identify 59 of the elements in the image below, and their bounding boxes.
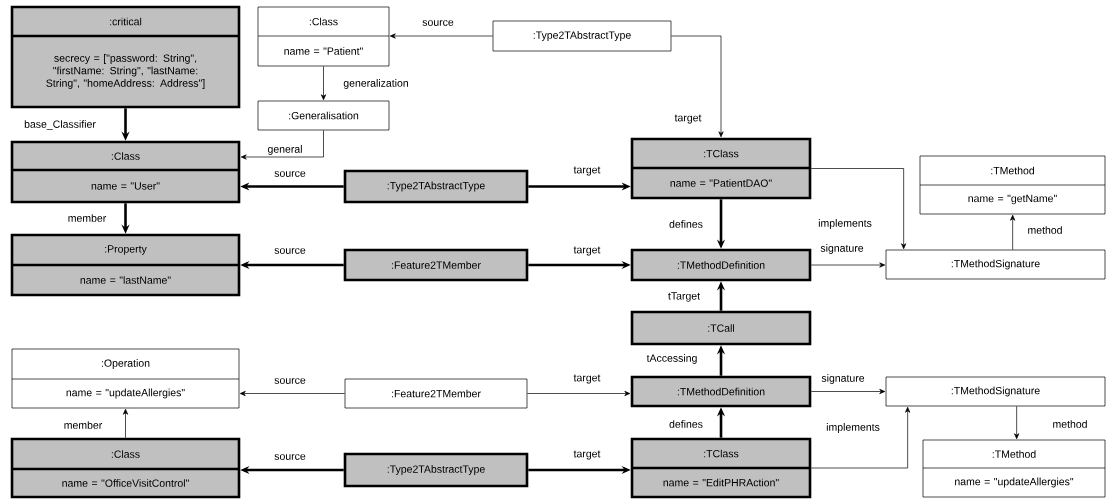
edge-label: target	[572, 373, 602, 385]
edge-label: target	[572, 449, 602, 461]
arrow	[1014, 406, 1020, 440]
arrow	[389, 33, 493, 39]
edge-label: general	[266, 144, 304, 156]
object-box: :TMethodSignature	[885, 376, 1106, 407]
edge-label: target	[673, 113, 703, 125]
object-box: :Operation name = "updateAllergies"	[11, 348, 240, 409]
arrow	[320, 66, 327, 101]
edge-label: defines	[668, 219, 704, 229]
edge-label: source	[273, 377, 307, 385]
object-box: :TMethod name = "updateAllergies"	[922, 439, 1106, 498]
arrow	[810, 262, 886, 268]
edge-label: source	[421, 19, 455, 27]
object-box: :Class name = "User"	[10, 140, 241, 204]
edge-label: defines	[668, 419, 704, 429]
arrow	[810, 406, 911, 469]
object-box: :TMethod name = "getName"	[919, 155, 1106, 215]
edge-label: member	[66, 213, 108, 223]
object-box: :TCall	[630, 310, 812, 346]
arrow	[240, 130, 324, 160]
arrow	[671, 35, 724, 138]
edge-label: base_Classifier	[23, 119, 97, 131]
object-box: :Property name = "lastName"	[10, 233, 241, 297]
edge-label: member	[62, 420, 104, 430]
object-box: :TMethodDefinition	[630, 248, 812, 282]
object-box: :Type2TAbstractType	[343, 169, 529, 204]
edge-label: generalization	[342, 78, 410, 90]
edge-label: implements	[825, 422, 881, 434]
object-box: :TClass name = "PatientDAO"	[630, 137, 812, 200]
edge-label: source	[273, 247, 307, 255]
edge-label: method	[1051, 419, 1089, 429]
object-box: :Feature2TMember	[343, 248, 529, 282]
edge-label: source	[273, 170, 307, 178]
edge-label: tAccessing	[645, 353, 699, 365]
object-box: :Class name = "OfficeVisitControl"	[10, 437, 241, 499]
object-box: :Type2TAbstractType	[343, 452, 529, 488]
arrow	[810, 388, 886, 395]
arrow	[239, 390, 345, 397]
object-box: :critical secrecy = ["password: String", "firstName: String", "lastName: String", "homeAddress: Address"]	[10, 5, 241, 109]
edge-label: target	[572, 245, 602, 257]
object-box: :TMethodDefinition	[630, 375, 812, 408]
object-box: :Type2TAbstractType	[492, 20, 672, 52]
object-box: :Generalisation	[257, 100, 390, 131]
edge-label: signature	[820, 373, 866, 385]
object-box: :TClass name = "EditPHRAction"	[630, 437, 812, 499]
edge-label: implements	[817, 218, 873, 230]
edge-label: signature	[819, 243, 865, 255]
edge-label: method	[1026, 225, 1064, 235]
arrow	[810, 168, 907, 250]
edge-label: tTarget	[666, 291, 702, 303]
edge-label: target	[572, 165, 602, 177]
edge-label: source	[273, 453, 307, 461]
object-box: :Class name = "Patient"	[257, 6, 390, 67]
object-box: :Feature2TMember	[344, 378, 528, 409]
arrow	[1010, 214, 1016, 250]
object-box: :TMethodSignature	[885, 249, 1106, 280]
arrow	[122, 408, 129, 439]
arrow	[527, 390, 631, 397]
